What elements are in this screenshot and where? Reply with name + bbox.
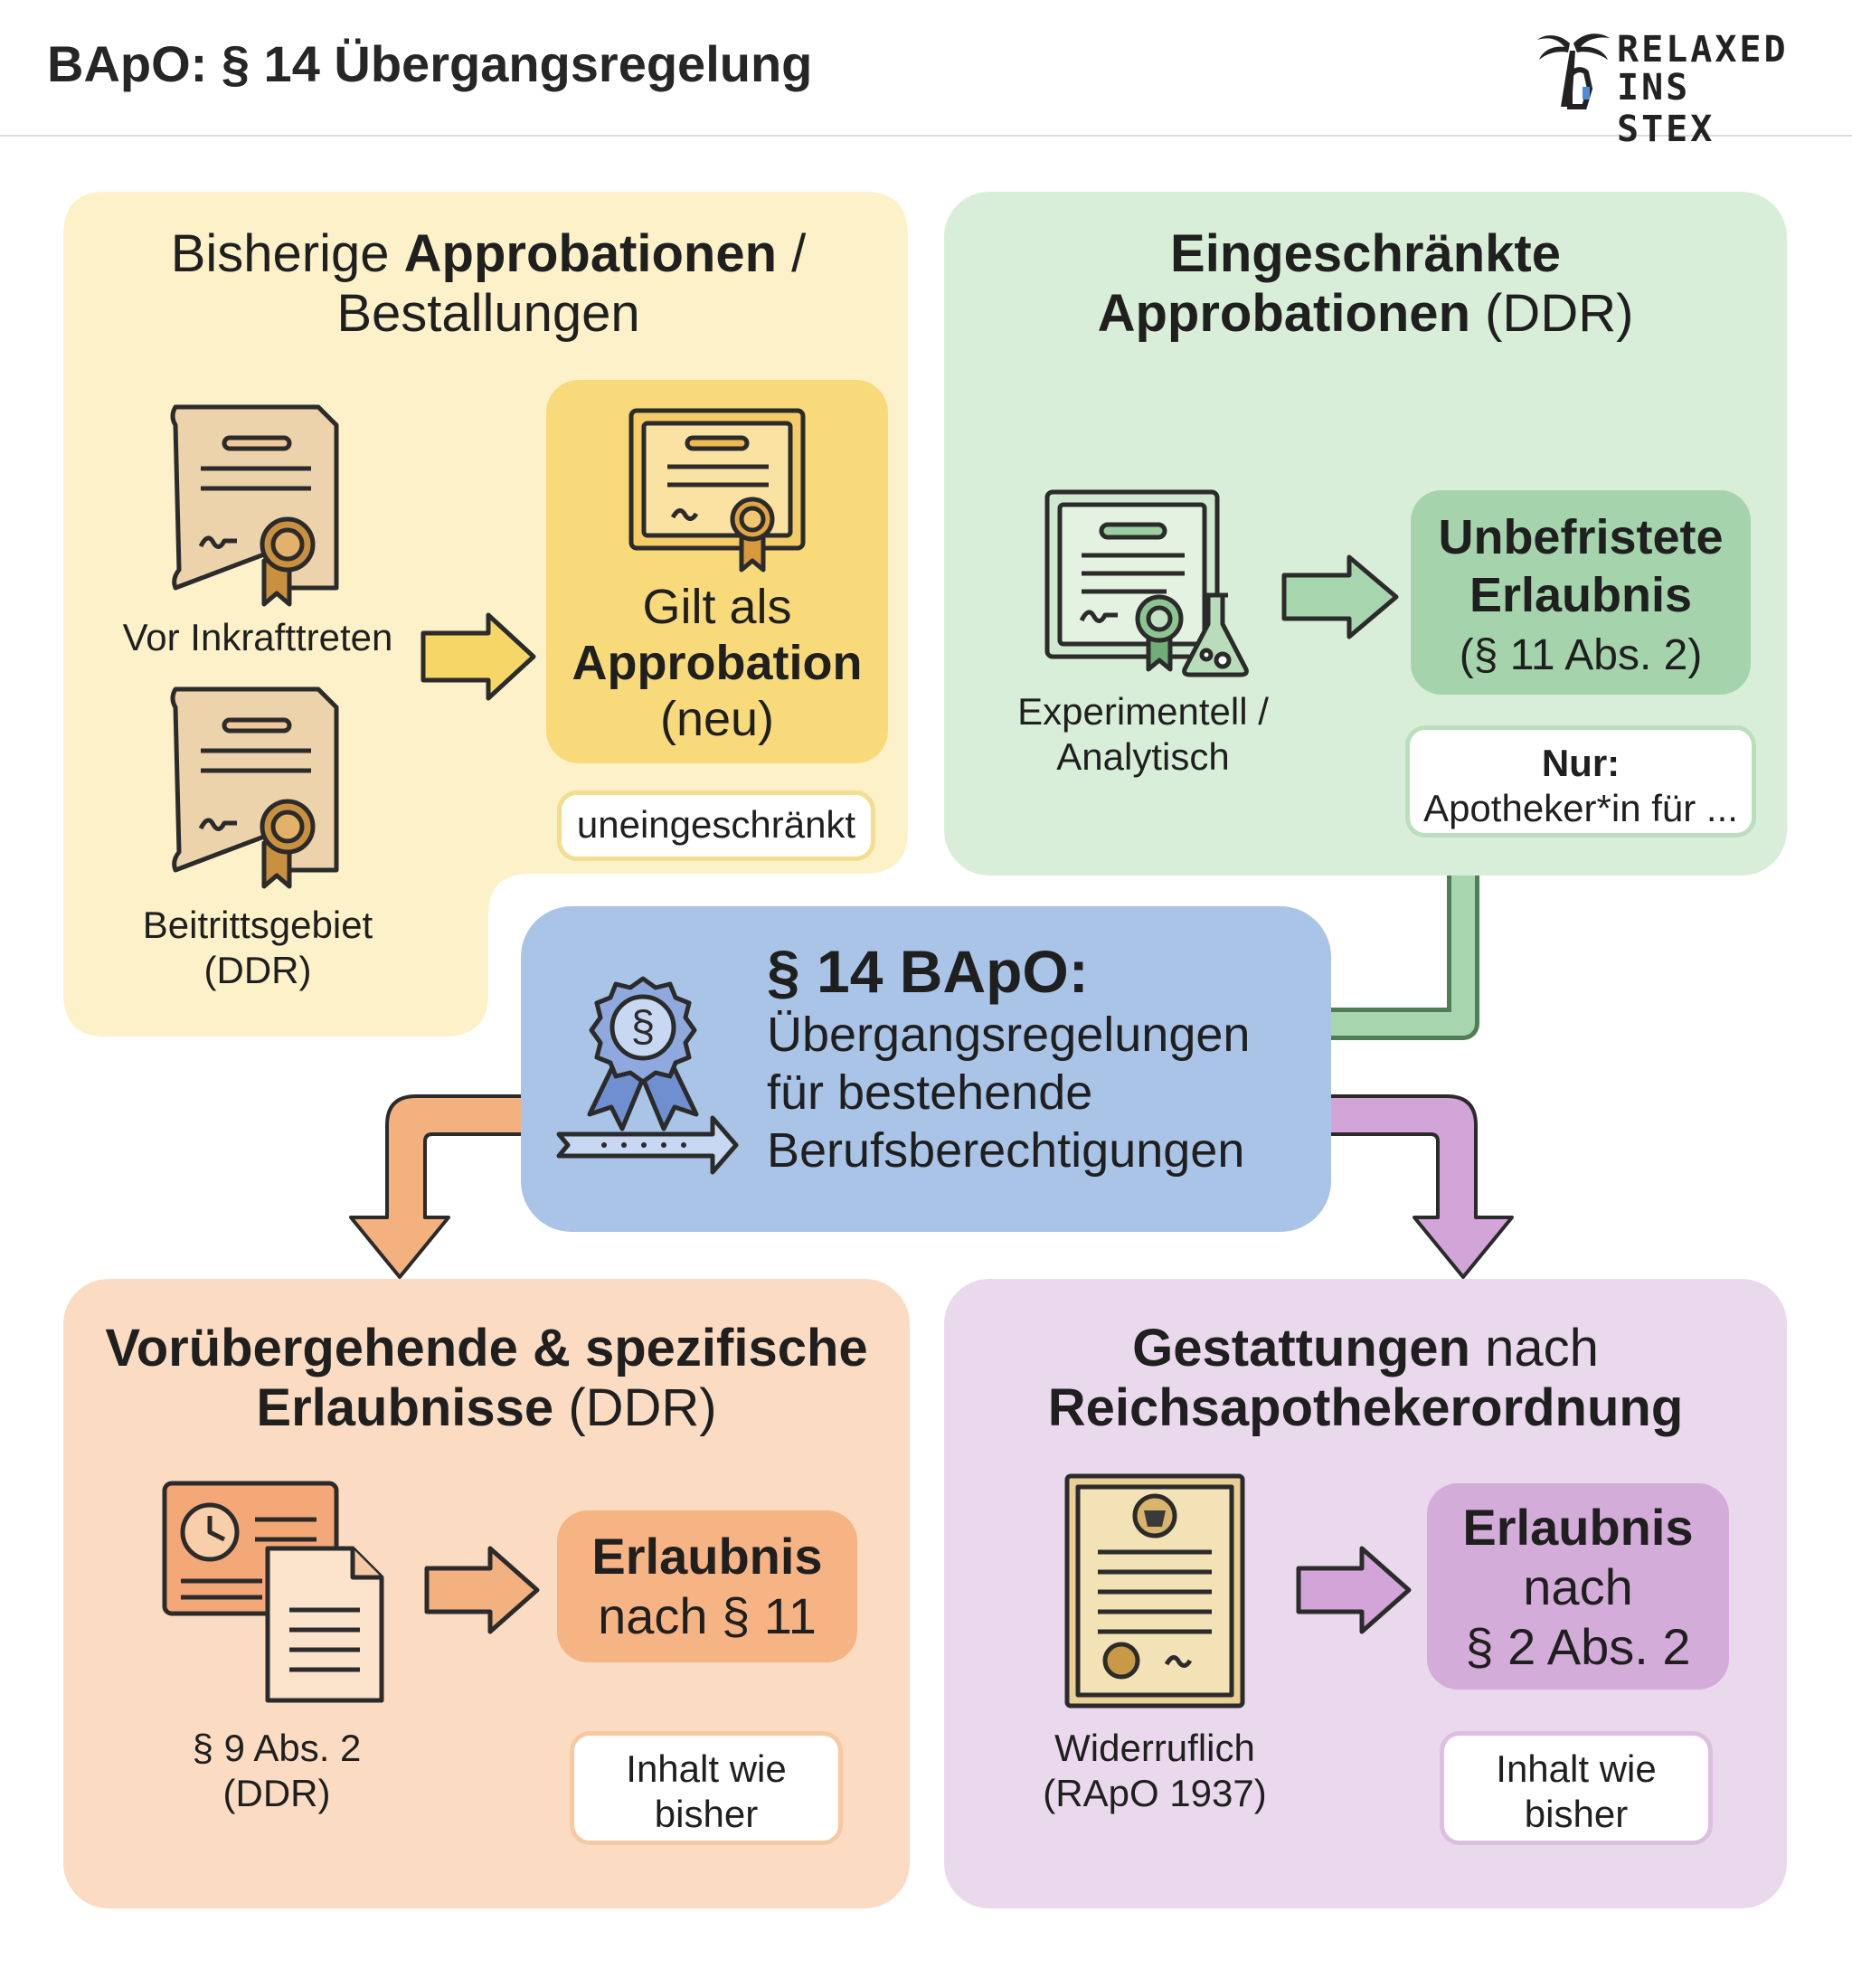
yellow-arrow-icon [420,612,536,701]
title-bold-text: Vorübergehende & spezifische [105,1319,868,1377]
result-line-bold: Unbefristete [1438,510,1724,564]
result-line: nach § 11 [598,1587,817,1644]
center-line: Übergangsregelungen [767,1008,1251,1062]
result-text-unbefristete: Unbefristete Erlaubnis (§ 11 Abs. 2) [1411,508,1751,685]
title-bold-text: Approbationen [403,224,778,283]
callout-text: bisher [654,1793,759,1835]
orange-arrow-icon [424,1546,540,1634]
label-line: (DDR) [203,949,312,991]
title-text: / [777,224,807,283]
green-connector-line [1329,876,1479,1040]
label-widerruflich: Widerruflich (RApO 1937) [1006,1726,1304,1816]
label-line: Experimentell / [1017,690,1269,733]
label-experimentell: Experimentell / Analytisch [980,689,1306,780]
paragraph-seal-icon: § [630,1003,656,1051]
title-bold-text: Approbationen [1097,284,1470,343]
callout-inhalt-wie-bisher-left: Inhalt wie bisher [570,1731,843,1845]
panel-title-voruebergehende: Vorübergehende & spezifische Erlaubnisse… [63,1319,910,1438]
purple-connector-arrow [1328,1094,1514,1279]
label-line: Analytisch [1056,735,1230,778]
documents-clock-icon [162,1481,384,1703]
logo-text-line1: RELAXED [1617,29,1789,71]
result-text-erlaubnis-2: Erlaubnis nach § 2 Abs. 2 [1427,1498,1729,1677]
result-line: nach [1523,1558,1633,1615]
title-text-line2: Bestallungen [336,284,640,343]
label-vor-inkrafttreten: Vor Inkrafttreten [122,616,393,658]
brand-logo: RELAXED INS STEX [1534,16,1805,150]
center-title: § 14 BApO: [767,938,1089,1005]
callout-bold: Nur: [1541,742,1620,784]
palm-reader-logo-icon [1537,33,1610,109]
label-line: § 9 Abs. 2 [192,1727,362,1769]
green-arrow-icon [1281,554,1399,639]
result-line: (§ 11 Abs. 2) [1459,631,1703,679]
label-line: Widerruflich [1054,1727,1255,1769]
historic-certificate-icon [1064,1473,1245,1709]
page-title: BApO: § 14 Übergangsregelung [47,35,813,92]
result-box-erlaubnis-nach-11 [557,1510,857,1662]
result-box-erlaubnis-nach-2 [1427,1483,1729,1690]
result-line-bold: Erlaubnis [1462,1499,1694,1556]
diploma-icon-approbation [628,408,806,573]
callout-text: Inhalt wie [1496,1747,1657,1790]
certificate-icon-beitrittsgebiet [170,686,339,889]
label-line: Beitrittsgebiet [142,904,373,946]
callout-uneingeschraenkt: uneingeschränkt [557,790,875,861]
result-text-gilt-als: Gilt als Approbation (neu) [546,579,888,747]
title-text: (DDR) [1470,284,1634,343]
callout-nur-apotheker: Nur: Apotheker*in für ... [1405,725,1756,838]
result-line-bold: Erlaubnis [591,1528,823,1585]
logo-text-line2: INS STEX [1617,67,1715,150]
result-line: Gilt als [642,580,792,634]
label-paragraph-9: § 9 Abs. 2 (DDR) [132,1726,421,1816]
result-box-unbefristete-erlaubnis [1411,490,1751,695]
result-line-bold: Erlaubnis [1469,568,1693,622]
panel-title-bisherige: Bisherige Approbationen / Bestallungen [109,224,868,344]
title-bold-text: Erlaubnisse [256,1378,554,1437]
title-bold-text: Reichsapothekerordnung [1047,1378,1684,1437]
certificate-icon-vor-inkrafttreten [170,404,339,607]
seal-arrow-icon [556,976,739,1175]
label-line: (RApO 1937) [1043,1772,1267,1814]
panel-title-gestattungen: Gestattungen nach Reichsapothekerordnung [944,1319,1787,1438]
purple-arrow-icon [1296,1546,1412,1634]
result-line-bold: Approbation [572,636,863,690]
label-line: (DDR) [222,1772,331,1814]
header-bar [0,0,1852,137]
title-bold-text: Eingeschränkte [1170,224,1561,283]
panel-eingeschraenkte-approbationen [944,192,1787,876]
panel-title-eingeschraenkte: Eingeschränkte Approbationen (DDR) [944,224,1787,344]
title-bold-text: Gestattungen [1132,1319,1470,1377]
title-text: Bisherige [170,224,404,283]
center-line: für bestehende [767,1065,1093,1120]
callout-text: Apotheker*in für ... [1423,787,1738,829]
callout-inhalt-wie-bisher-right: Inhalt wie bisher [1440,1731,1713,1845]
result-line: (neu) [659,692,775,746]
center-line: Berufsberechtigungen [767,1123,1245,1178]
center-text-block: § 14 BApO: Übergangsregelungen für beste… [767,937,1328,1179]
callout-text: bisher [1524,1793,1629,1835]
result-line: § 2 Abs. 2 [1465,1618,1691,1675]
result-text-erlaubnis-11: Erlaubnis nach § 11 [557,1527,857,1646]
orange-connector-arrow [349,1094,535,1279]
callout-text: Inhalt wie [626,1747,787,1790]
title-text: nach [1469,1319,1599,1377]
title-text: (DDR) [553,1378,717,1437]
label-beitrittsgebiet: Beitrittsgebiet (DDR) [99,903,416,993]
certificate-flask-icon-experimentell [1044,489,1249,677]
